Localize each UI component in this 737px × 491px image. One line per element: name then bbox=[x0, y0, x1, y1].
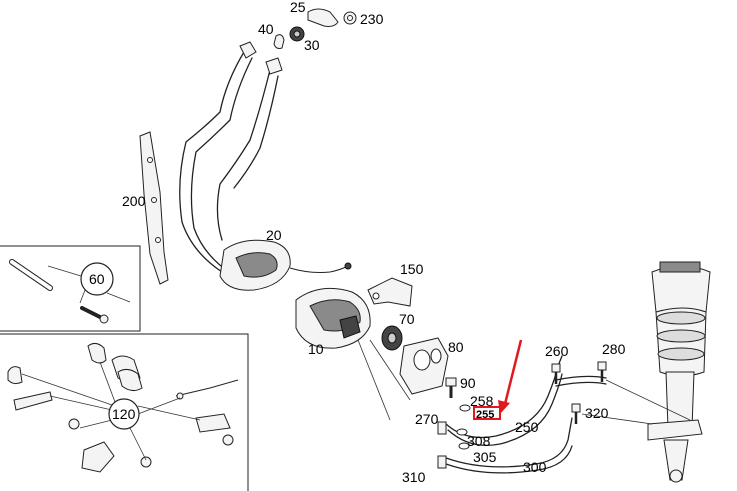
compressor-unit-part-10 bbox=[295, 287, 371, 349]
washer-part-258 bbox=[459, 404, 471, 412]
part-label-70: 70 bbox=[399, 311, 415, 327]
part-label-260: 260 bbox=[545, 343, 569, 359]
bolt-part-320 bbox=[571, 403, 581, 424]
part-label-270: 270 bbox=[415, 411, 439, 427]
wiring-harness bbox=[179, 41, 283, 287]
air-line-part-300 bbox=[445, 417, 573, 474]
fitting-part-270 bbox=[437, 421, 447, 435]
part-label-255: 255 bbox=[476, 409, 494, 421]
grommet-part-30 bbox=[289, 26, 305, 42]
part-label-40: 40 bbox=[258, 21, 274, 37]
bracket-part-200 bbox=[139, 131, 169, 285]
inset-box-60 bbox=[0, 245, 141, 332]
part-label-80: 80 bbox=[448, 339, 464, 355]
part-label-305: 305 bbox=[473, 449, 497, 465]
part-label-310: 310 bbox=[402, 469, 426, 485]
part-label-25: 25 bbox=[290, 0, 306, 15]
part-label-10: 10 bbox=[308, 341, 324, 357]
bracket-part-150 bbox=[367, 277, 413, 307]
leader-lines bbox=[357, 339, 411, 421]
mount-part-80 bbox=[399, 337, 449, 395]
air-line-part-260-link bbox=[555, 375, 607, 387]
bolt-part-280 bbox=[597, 361, 607, 382]
part-label-300: 300 bbox=[523, 459, 547, 475]
guide-pin-part-60 bbox=[9, 259, 131, 324]
part-label-150: 150 bbox=[400, 261, 424, 277]
part-label-230: 230 bbox=[360, 11, 384, 27]
washer-part-308 bbox=[456, 428, 468, 436]
compressor-part-20 bbox=[219, 239, 352, 291]
part-label-30: 30 bbox=[304, 37, 320, 53]
air-strut-assembly bbox=[581, 261, 711, 483]
red-arrow bbox=[498, 339, 523, 414]
part-label-308: 308 bbox=[467, 433, 491, 449]
clip-part-40 bbox=[273, 34, 285, 49]
sensor-part-25 bbox=[307, 8, 339, 27]
bolt-part-90 bbox=[445, 377, 457, 398]
part-label-20: 20 bbox=[266, 227, 282, 243]
part-label-280: 280 bbox=[602, 341, 626, 357]
nut-part-230 bbox=[343, 11, 357, 25]
bolt-part-260 bbox=[551, 363, 561, 384]
part-label-258: 258 bbox=[470, 393, 494, 409]
part-label-320: 320 bbox=[585, 405, 609, 421]
callout-circle-120 bbox=[108, 398, 140, 430]
callout-circle-60 bbox=[80, 262, 114, 296]
part-label-200: 200 bbox=[122, 193, 146, 209]
part-label-90: 90 bbox=[460, 375, 476, 391]
fitting-part-310 bbox=[437, 455, 447, 469]
washer-part-305 bbox=[458, 442, 470, 450]
part-label-120: 120 bbox=[112, 406, 136, 422]
part-label-60: 60 bbox=[89, 271, 105, 287]
damper-part-70 bbox=[381, 325, 403, 351]
inset-box-120 bbox=[0, 333, 249, 491]
part-label-250: 250 bbox=[515, 419, 539, 435]
clip-set-part-120 bbox=[7, 342, 239, 473]
